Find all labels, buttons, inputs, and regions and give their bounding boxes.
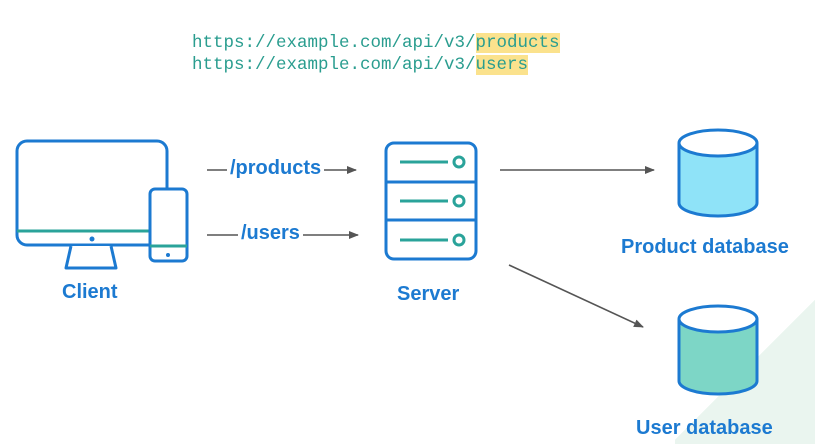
product-database-label: Product database — [621, 236, 789, 258]
url-users: https://example.com/api/v3/users — [192, 54, 560, 76]
route-label-users: /users — [238, 222, 303, 245]
url-resource-products: products — [475, 33, 560, 53]
url-prefix: https://example.com/api/v3/ — [192, 55, 476, 75]
server-to-user-db-arrow — [508, 264, 644, 328]
user-database-label: User database — [636, 417, 773, 439]
server-label: Server — [397, 283, 460, 305]
user-database-icon — [677, 304, 759, 396]
url-products: https://example.com/api/v3/products — [192, 32, 560, 54]
url-prefix: https://example.com/api/v3/ — [192, 33, 476, 53]
product-database-icon — [677, 128, 759, 218]
url-resource-users: users — [475, 55, 529, 75]
server-rack-icon — [384, 141, 478, 261]
route-label-products: /products — [227, 157, 325, 180]
client-label: Client — [62, 281, 118, 303]
monitor-and-phone-icon — [15, 139, 189, 270]
url-examples: https://example.com/api/v3/products http… — [192, 32, 560, 76]
